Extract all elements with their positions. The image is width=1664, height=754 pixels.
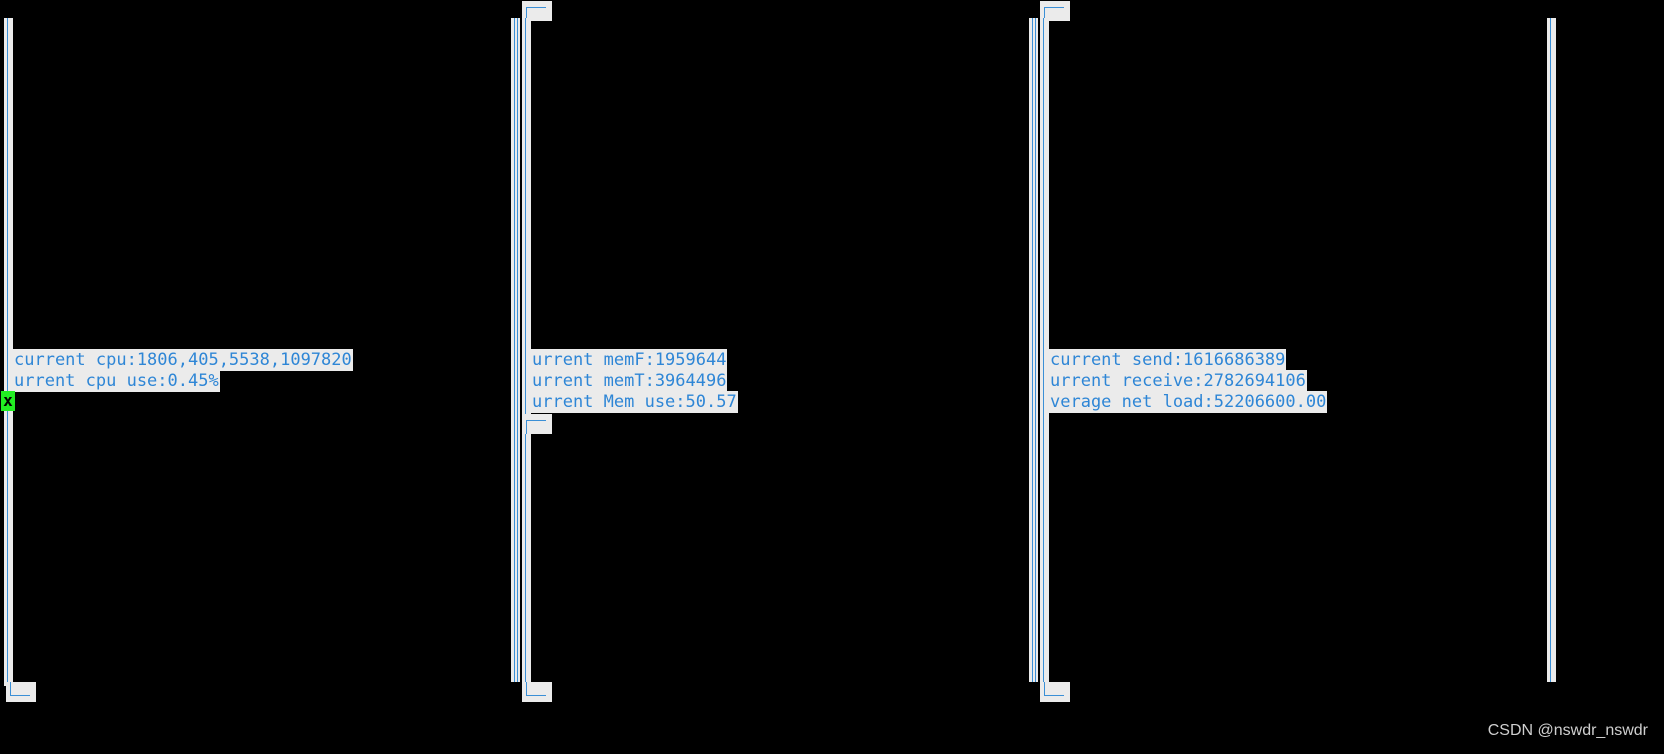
pane-memory-bottom-corner [522,682,552,702]
cpu-stat-line: current cpu:1806,405,5538,1097820 [13,349,353,371]
pane-network-top-corner [1040,1,1070,21]
net-send-line: current send:1616686389 [1049,349,1287,371]
watermark: CSDN @nswdr_nswdr [1487,722,1648,739]
terminal-cursor[interactable]: x [1,391,15,411]
pane-cpu-left-border[interactable] [4,18,13,686]
cpu-use-line: urrent cpu use:0.45% [13,370,220,392]
mem-use-line: urrent Mem use:50.57 [531,391,738,413]
net-load-line: verage net load:52206600.00 [1049,391,1328,413]
pane-memory-top-corner [522,1,552,21]
pane-memory-inner-border [522,18,531,682]
right-edge-border [1547,18,1556,682]
pane-network-inner-border [1040,18,1049,682]
pane-memory-left-border[interactable] [511,18,520,682]
pane-network-left-border[interactable] [1029,18,1038,682]
mem-free-line: urrent memF:1959644 [531,349,728,371]
mem-total-line: urrent memT:3964496 [531,370,728,392]
net-receive-line: urrent receive:2782694106 [1049,370,1307,392]
pane-network-bottom-corner [1040,682,1070,702]
pane-cpu-bottom-corner [6,682,36,702]
pane-memory-mid-corner [522,414,552,434]
